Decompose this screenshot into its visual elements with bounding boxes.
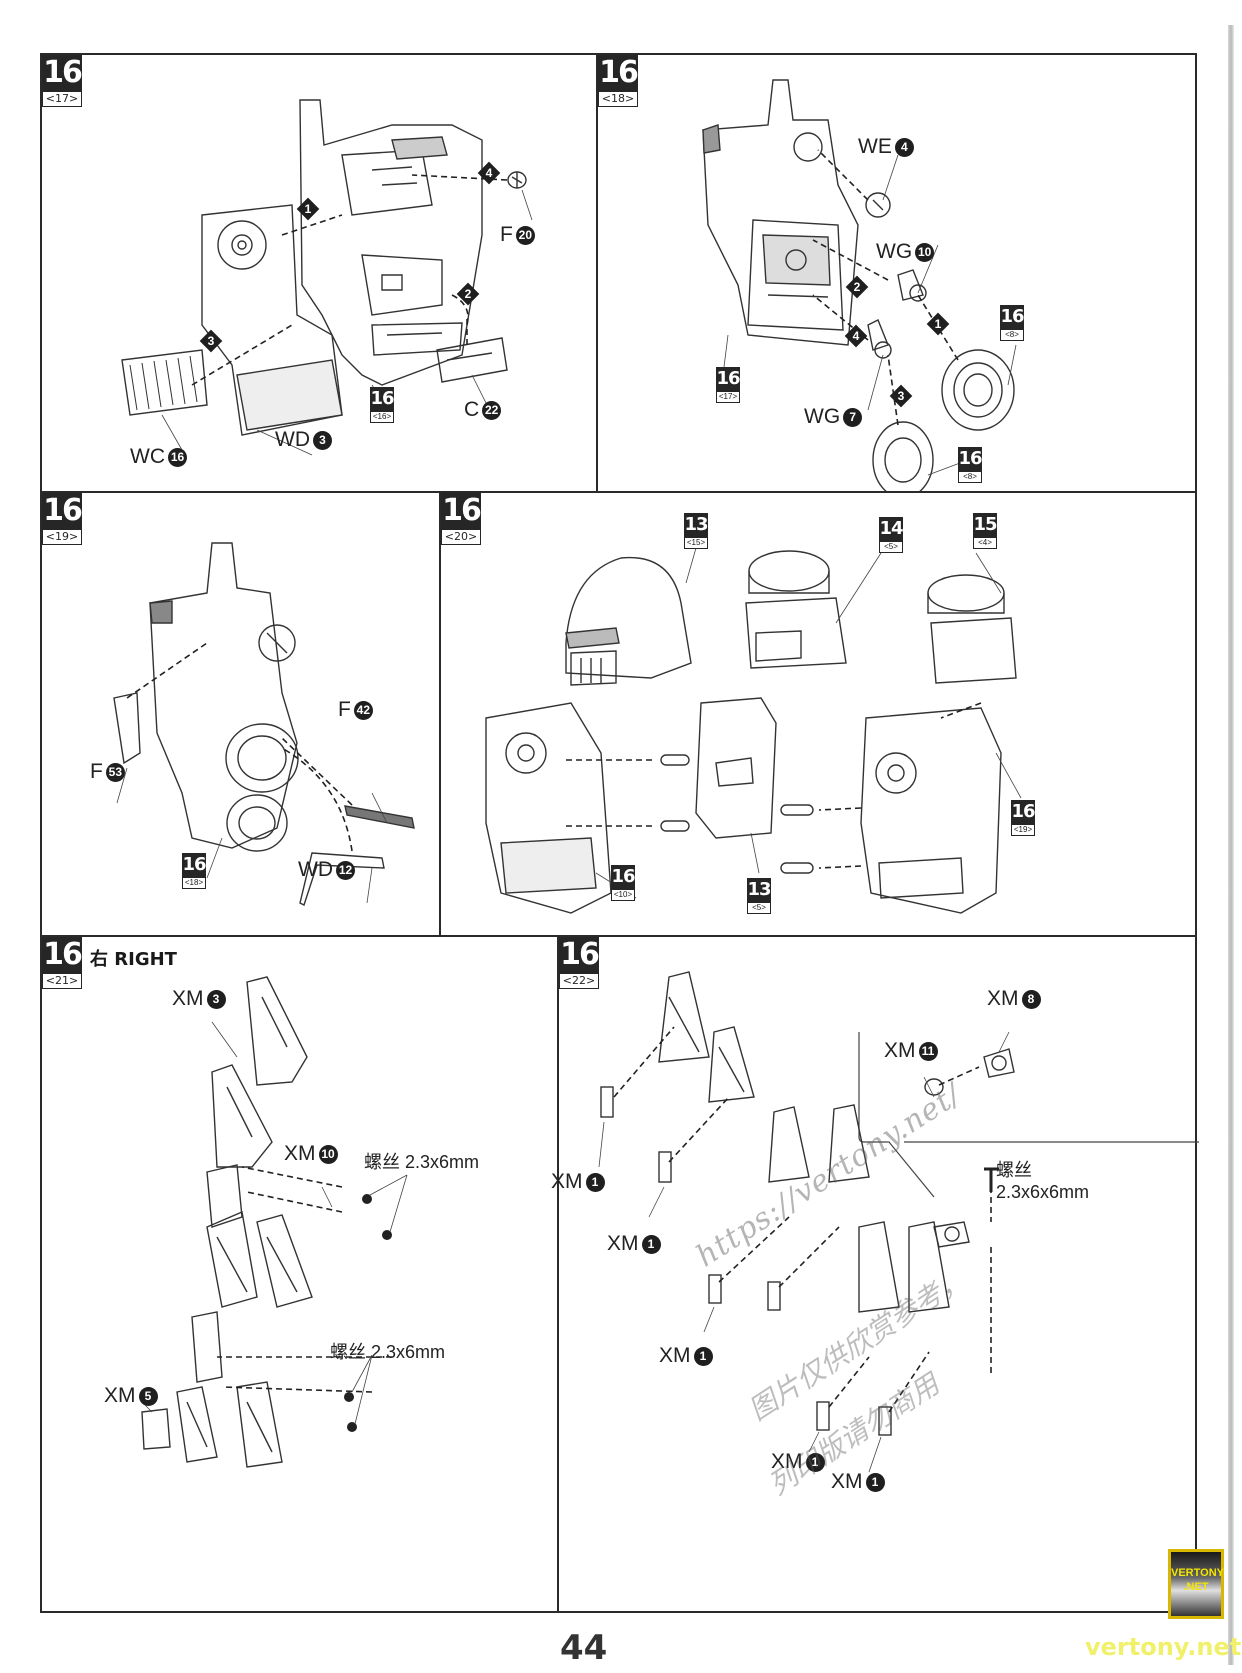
side-label-right: 右 RIGHT: [90, 949, 177, 970]
step-badge: 16 <22>: [559, 937, 600, 989]
subassembly-ref: 16<17>: [716, 367, 741, 403]
step-substep: <20>: [441, 529, 481, 545]
subassembly-ref: 14<5>: [879, 517, 904, 553]
subassembly-ref: 16<10>: [611, 865, 636, 901]
step-number: 16: [441, 493, 482, 529]
screw-spec-label: 螺丝 2.3x6x6mm: [996, 1160, 1090, 1202]
step-number: 16: [559, 937, 600, 973]
step-marker: 4: [477, 161, 501, 185]
skirt-armor-right-illustration: [141, 976, 408, 1468]
subassembly-ref: 16<18>: [182, 853, 207, 889]
step-substep: <19>: [42, 529, 82, 545]
step-substep: <18>: [598, 91, 638, 107]
step-number: 16: [42, 55, 83, 91]
subassembly-ref: 16<8>: [958, 447, 983, 483]
step-substep: <17>: [42, 91, 82, 107]
step-number: 16: [598, 55, 639, 91]
step-marker: 3: [889, 384, 913, 408]
torso-joining-illustration: [485, 547, 1022, 914]
step-number: 16: [42, 493, 83, 529]
step-badge: 16 <18>: [598, 55, 639, 107]
subassembly-ref: 16<8>: [1000, 305, 1025, 341]
subassembly-ref: 15<4>: [973, 513, 998, 549]
step-marker: 1: [296, 197, 320, 221]
step-marker: 2: [845, 275, 869, 299]
page-edge: [1228, 25, 1234, 1665]
panel-step-16-20: 16 <20>: [439, 491, 1197, 937]
screw-spec-label: 螺丝 2.3x6mm: [364, 1152, 480, 1172]
step-marker: 1: [926, 312, 950, 336]
watermark-badge: VERTONY .NET: [1168, 1549, 1224, 1619]
page-number: 44: [560, 1628, 608, 1668]
torso-interior-assembly-illustration: [702, 79, 1017, 495]
skirt-armor-assembly-illustration: [598, 971, 1199, 1473]
step-substep: <22>: [559, 973, 599, 989]
torso-vent-assembly-illustration: [113, 542, 415, 906]
step-marker: 2: [456, 282, 480, 306]
step-badge: 16 <20>: [441, 493, 482, 545]
step-number: 16: [42, 937, 83, 973]
step-badge: 16 <17>: [42, 55, 83, 107]
step-badge: 16 <21>: [42, 937, 83, 989]
watermark-site: vertony.net: [1085, 1633, 1242, 1661]
subassembly-ref: 13<5>: [747, 878, 772, 914]
screw-spec-label: 螺丝 2.3x6mm: [330, 1342, 446, 1362]
subassembly-ref: 13<15>: [684, 513, 709, 549]
step-marker: 4: [844, 324, 868, 348]
subassembly-ref: 16<16>: [370, 387, 395, 423]
step-marker: 3: [199, 329, 223, 353]
step-badge: 16 <19>: [42, 493, 83, 545]
step-substep: <21>: [42, 973, 82, 989]
subassembly-ref: 16<19>: [1011, 800, 1036, 836]
